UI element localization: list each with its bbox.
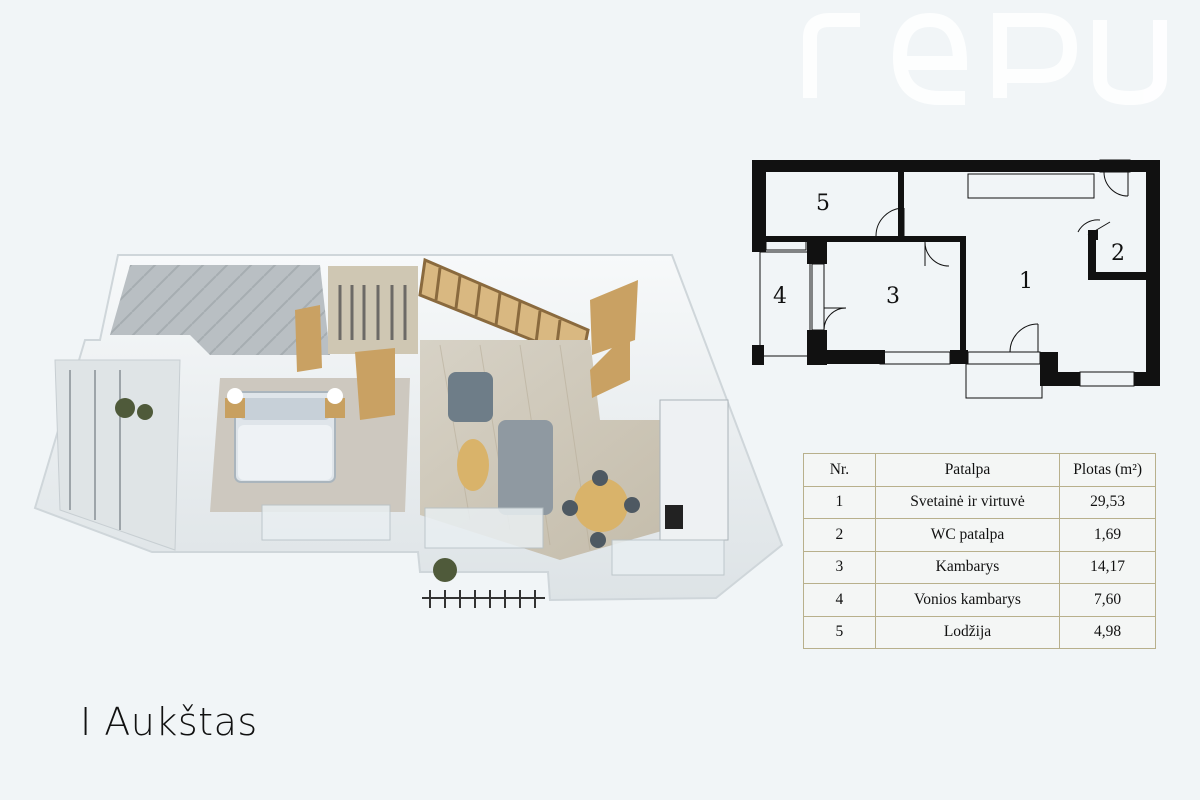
render-wardrobe — [328, 266, 418, 354]
cell-nr: 1 — [803, 485, 876, 519]
cell-area: 29,53 — [1059, 485, 1156, 519]
table-row: 1 Svetainė ir virtuvė 29,53 — [803, 485, 1156, 519]
plan-label-3: 3 — [886, 284, 900, 309]
table-row: 5 Lodžija 4,98 — [803, 615, 1156, 649]
table-header-row: Nr. Patalpa Plotas (m²) — [803, 453, 1156, 487]
header-patalpa: Patalpa — [874, 453, 1061, 487]
cell-room: Kambarys — [874, 550, 1061, 584]
cell-area: 4,98 — [1059, 615, 1156, 649]
cell-room: WC patalpa — [874, 518, 1061, 552]
floor-title: I Aukštas — [80, 700, 258, 744]
table-row: 4 Vonios kambarys 7,60 — [803, 583, 1156, 617]
cell-area: 7,60 — [1059, 583, 1156, 617]
cell-room: Vonios kambarys — [874, 583, 1061, 617]
cell-nr: 3 — [803, 550, 876, 584]
render-coffee-table — [457, 439, 489, 491]
render-armchair — [448, 372, 493, 422]
render-sofa — [498, 420, 553, 515]
cell-room: Lodžija — [874, 615, 1061, 649]
cell-nr: 4 — [803, 583, 876, 617]
table-row: 2 WC patalpa 1,69 — [803, 518, 1156, 552]
cell-area: 1,69 — [1059, 518, 1156, 552]
plan-label-4: 5 — [816, 191, 830, 216]
cell-nr: 5 — [803, 615, 876, 649]
header-plotas: Plotas (m²) — [1059, 453, 1156, 487]
table-row: 3 Kambarys 14,17 — [803, 550, 1156, 584]
render-dining-table — [574, 478, 628, 532]
plan-label-2: 2 — [1111, 241, 1125, 266]
watermark-logo — [803, 12, 1167, 106]
cell-area: 14,17 — [1059, 550, 1156, 584]
plan-label-5: 4 — [773, 284, 787, 309]
cell-room: Svetainė ir virtuvė — [874, 485, 1061, 519]
plan-label-1: 1 — [1019, 269, 1033, 294]
area-table: Nr. Patalpa Plotas (m²) 1 Svetainė ir vi… — [803, 453, 1156, 649]
render-bathroom — [110, 265, 330, 355]
header-nr: Nr. — [803, 453, 876, 487]
cell-nr: 2 — [803, 518, 876, 552]
